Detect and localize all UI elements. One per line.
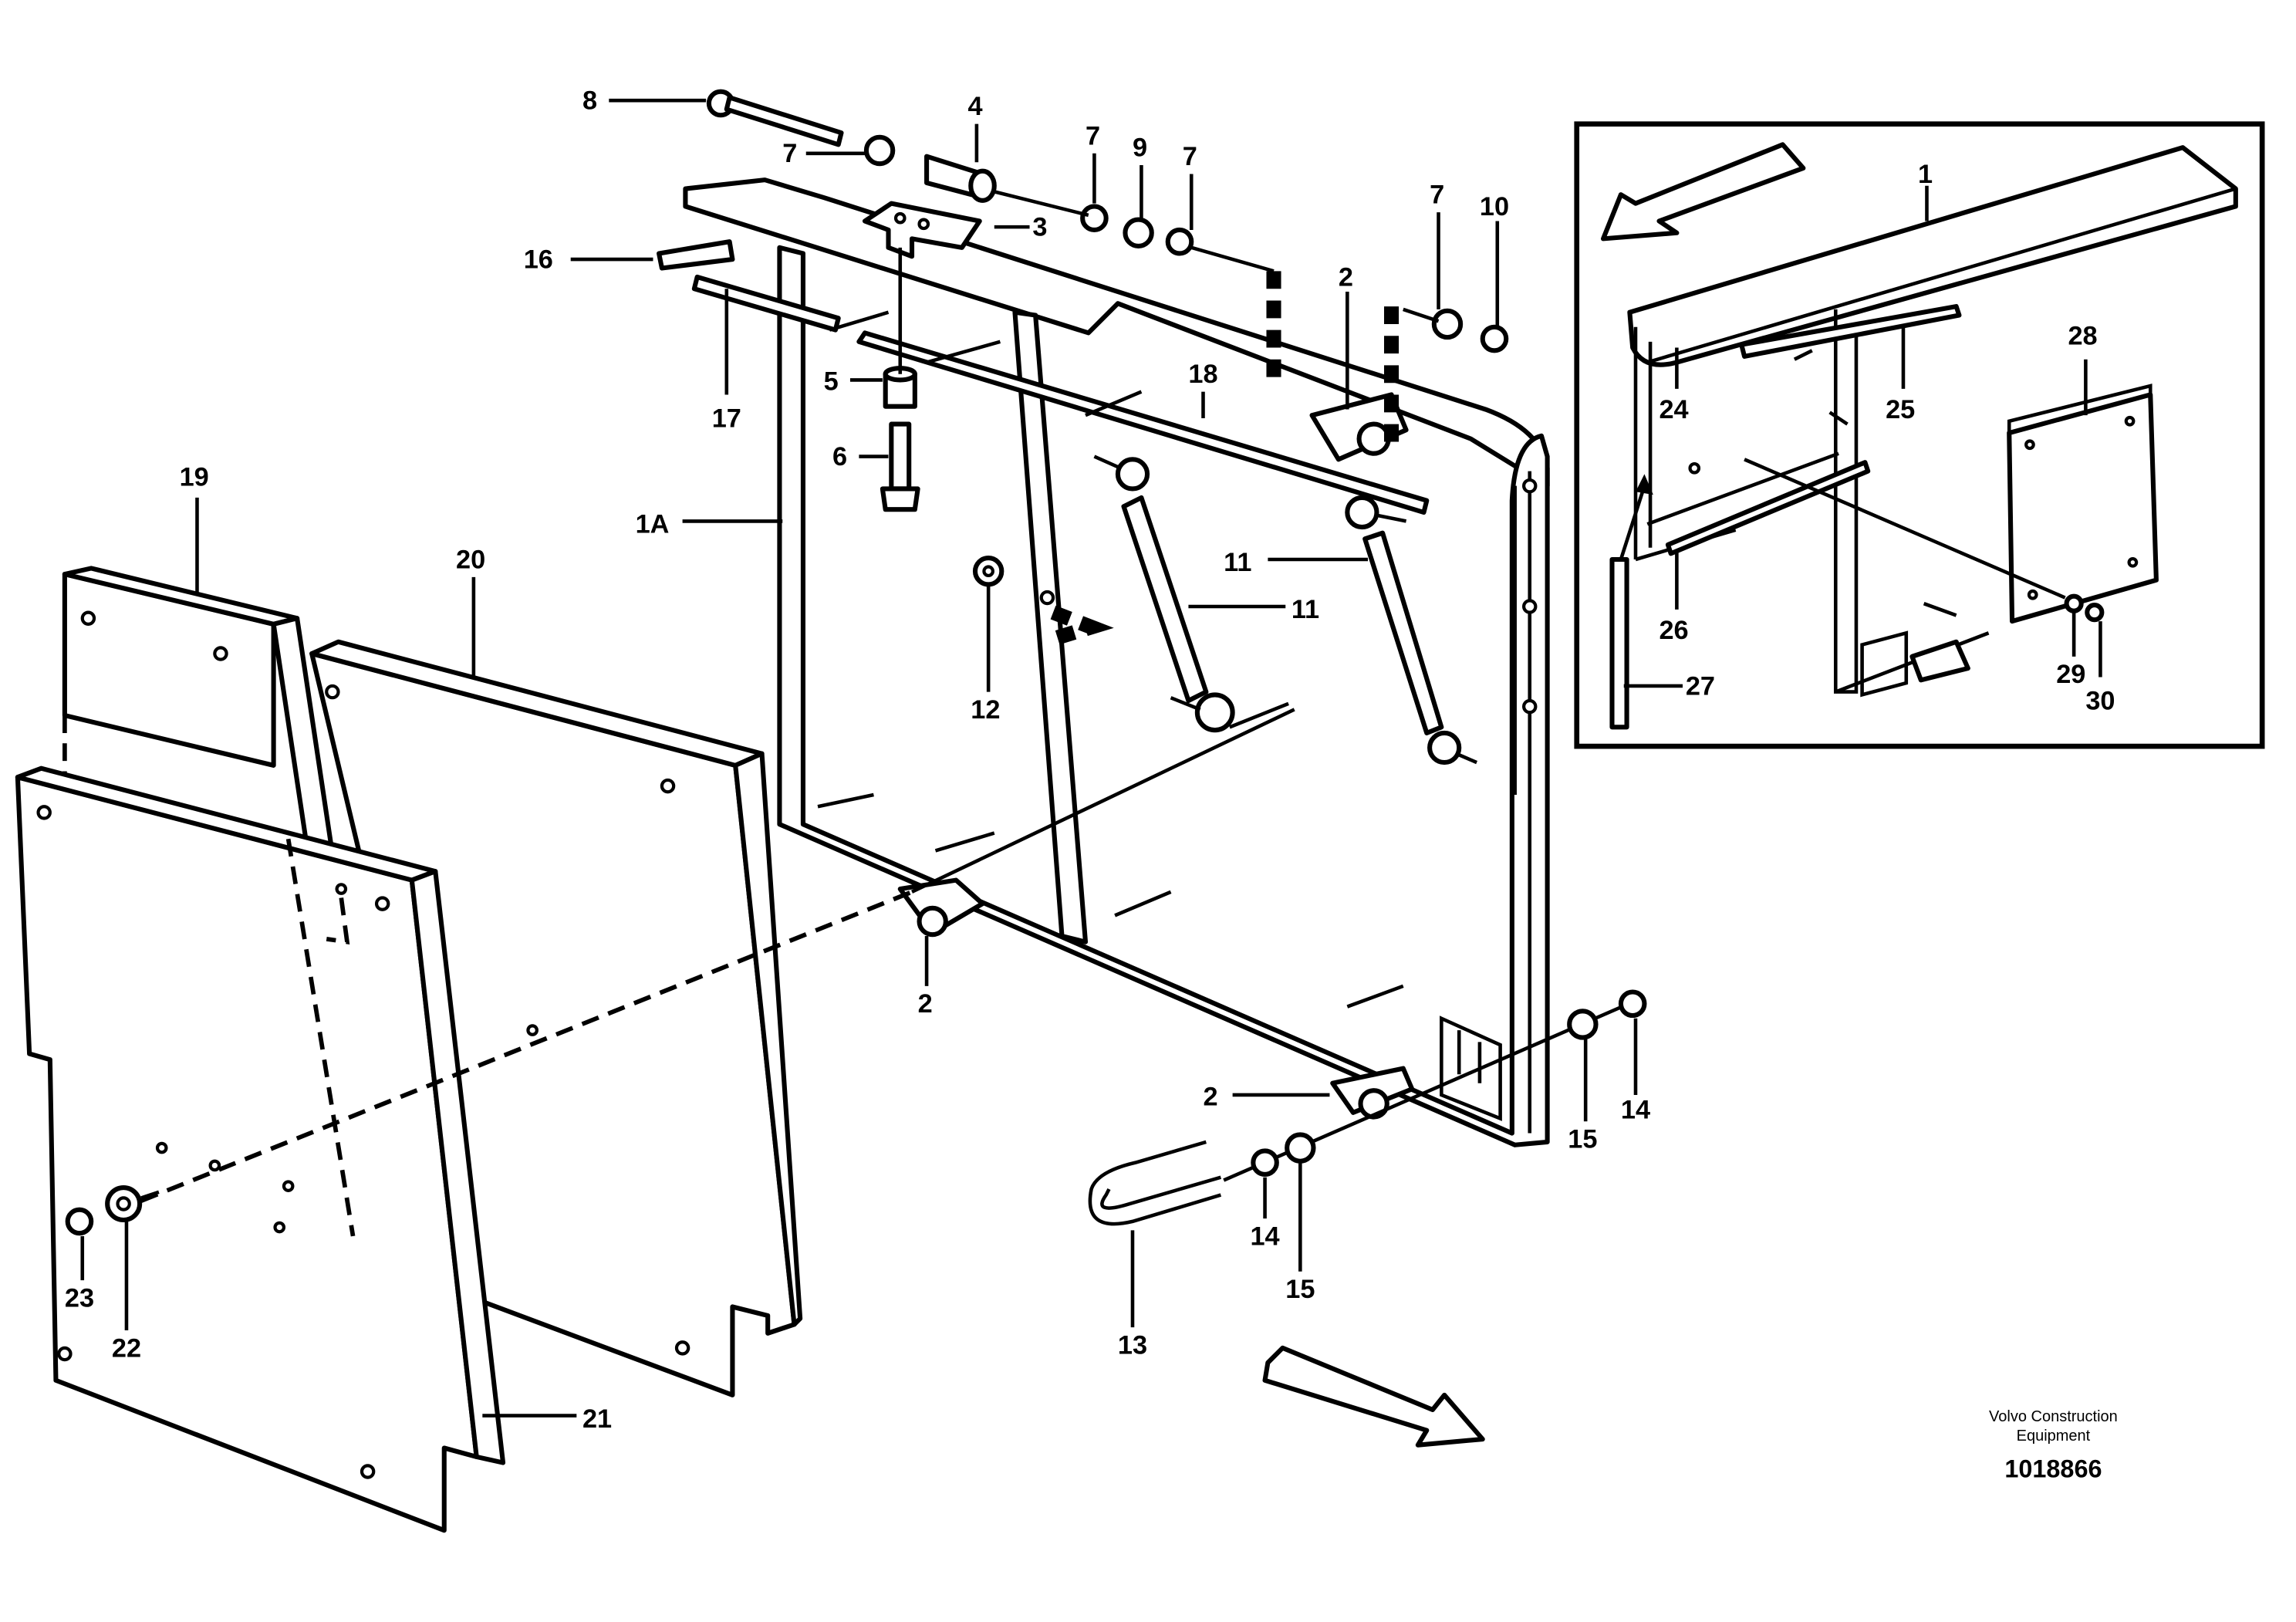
label-15a: 15 bbox=[1568, 1125, 1597, 1154]
document-number: 1018866 bbox=[2004, 1455, 2102, 1483]
brand-line-2: Equipment bbox=[2017, 1428, 2091, 1445]
label-7b: 7 bbox=[1086, 121, 1100, 150]
label-20: 20 bbox=[456, 545, 485, 574]
label-7d: 7 bbox=[1430, 181, 1444, 210]
nut-14-right bbox=[1618, 989, 1647, 1019]
label-16: 16 bbox=[524, 245, 553, 275]
nut-23 bbox=[65, 1207, 94, 1236]
top-hardware bbox=[657, 89, 1509, 512]
nut-14-bottom bbox=[1251, 1148, 1279, 1177]
inset-strip-25 bbox=[1739, 304, 1962, 359]
brand-line-1: Volvo Construction bbox=[1989, 1408, 2118, 1425]
inset-direction-arrow-icon bbox=[1601, 142, 1806, 242]
inset-plate-28 bbox=[2007, 392, 2159, 624]
label-1a: 1A bbox=[636, 510, 670, 539]
label-6: 6 bbox=[832, 442, 847, 471]
label-21: 21 bbox=[582, 1404, 612, 1434]
label-25: 25 bbox=[1886, 395, 1915, 424]
label-23: 23 bbox=[65, 1283, 94, 1313]
panel-20 bbox=[309, 639, 803, 1397]
label-2a: 2 bbox=[1339, 262, 1353, 292]
label-28: 28 bbox=[2068, 322, 2097, 351]
direction-arrow-icon bbox=[1262, 1345, 1485, 1448]
brand-block: Volvo Construction Equipment 1018866 bbox=[1989, 1408, 2118, 1482]
label-19: 19 bbox=[180, 463, 209, 492]
inset-strip-26 bbox=[1665, 460, 1871, 556]
top-rail bbox=[683, 177, 1550, 488]
label-27: 27 bbox=[1686, 671, 1715, 701]
frame-body bbox=[777, 245, 1550, 1147]
label-26: 26 bbox=[1659, 616, 1688, 645]
panel-19 bbox=[62, 566, 353, 1248]
label-12: 12 bbox=[971, 695, 1000, 725]
washer-15-bottom bbox=[1285, 1132, 1316, 1164]
label-29: 29 bbox=[2056, 660, 2085, 689]
label-9: 9 bbox=[1133, 133, 1147, 163]
label-13: 13 bbox=[1118, 1330, 1147, 1360]
label-14a: 14 bbox=[1621, 1095, 1650, 1124]
label-3: 3 bbox=[1032, 213, 1047, 242]
panel-21 bbox=[15, 765, 539, 1533]
label-24: 24 bbox=[1659, 395, 1688, 424]
panel-fasteners bbox=[65, 701, 1295, 1236]
bolt-6 bbox=[889, 421, 912, 492]
label-17: 17 bbox=[712, 404, 741, 433]
label-4: 4 bbox=[967, 92, 982, 121]
label-2c: 2 bbox=[1203, 1082, 1217, 1111]
label-10: 10 bbox=[1480, 192, 1509, 221]
label-30: 30 bbox=[2085, 686, 2115, 715]
break-line-3 bbox=[1050, 605, 1114, 647]
label-11b: 11 bbox=[1292, 595, 1319, 624]
detail-inset bbox=[1574, 121, 2265, 749]
label-14b: 14 bbox=[1250, 1222, 1279, 1251]
label-7c: 7 bbox=[1183, 142, 1197, 171]
u-bolt-13 bbox=[1088, 1140, 1222, 1226]
strip-16 bbox=[657, 239, 735, 271]
inset-strip-27 bbox=[1609, 556, 1629, 730]
strut-11-right bbox=[1362, 530, 1444, 736]
label-11a: 11 bbox=[1224, 548, 1251, 577]
gas-struts bbox=[972, 454, 1477, 765]
label-22: 22 bbox=[112, 1333, 141, 1363]
bracket-3 bbox=[862, 201, 982, 259]
label-18: 18 bbox=[1188, 360, 1217, 389]
label-8: 8 bbox=[582, 86, 597, 116]
rod-18 bbox=[856, 330, 1430, 515]
label-7a: 7 bbox=[782, 139, 797, 168]
rod-17 bbox=[691, 274, 841, 333]
callout-leaders bbox=[80, 98, 2102, 1418]
hinge-2-top bbox=[1309, 392, 1409, 462]
bottom-fasteners bbox=[1088, 989, 1647, 1226]
label-2b: 2 bbox=[918, 989, 933, 1019]
label-5: 5 bbox=[824, 367, 839, 397]
strut-11-left bbox=[1121, 495, 1209, 704]
label-15b: 15 bbox=[1285, 1275, 1315, 1304]
callout-labels: 8 7 4 3 7 9 7 7 10 16 17 5 6 2 18 1A 19 … bbox=[65, 86, 2115, 1434]
washer-15-right bbox=[1567, 1009, 1599, 1040]
label-1: 1 bbox=[1918, 160, 1933, 189]
